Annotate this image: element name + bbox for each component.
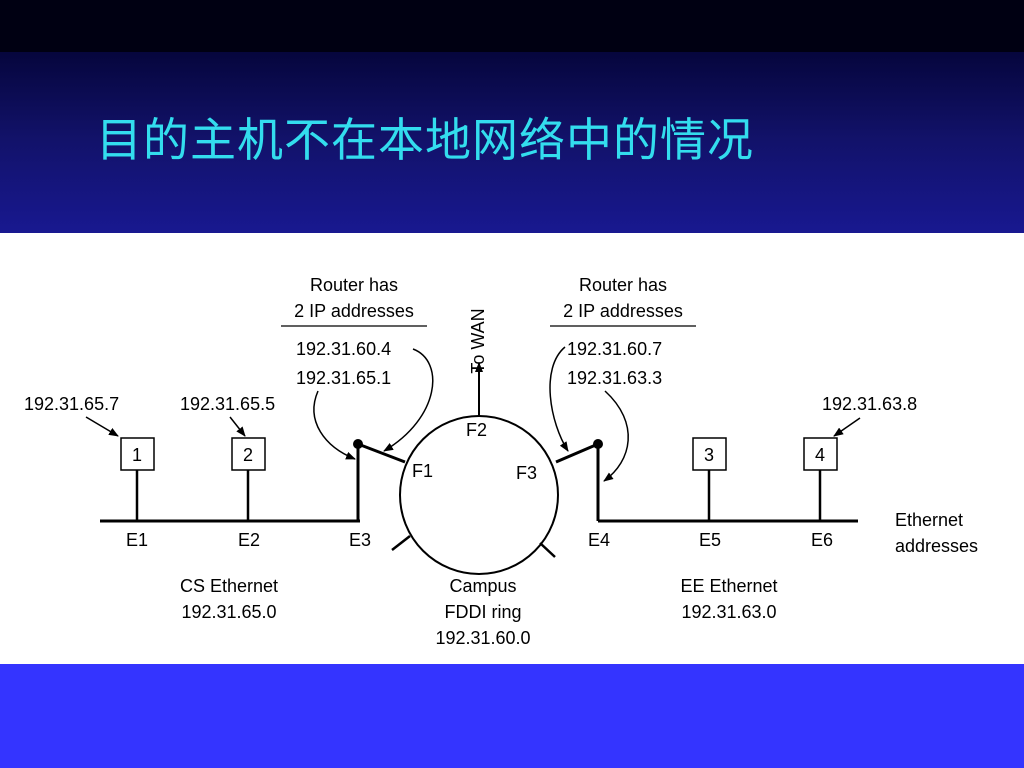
- router-right-node: [593, 439, 603, 449]
- host-4-ip: 192.31.63.8: [822, 394, 917, 414]
- ethernet-legend-line1: Ethernet: [895, 510, 963, 530]
- fddi-ring-stub-left: [391, 535, 411, 551]
- router-right-ip2-arrow: [603, 390, 629, 482]
- port-f2: F2: [466, 420, 487, 440]
- ee-ethernet-addr: 192.31.63.0: [681, 602, 776, 622]
- router-right-ip1: 192.31.60.7: [567, 339, 662, 359]
- router-left-node: [353, 439, 363, 449]
- cs-ethernet-name: CS Ethernet: [180, 576, 278, 596]
- router-left-ip2: 192.31.65.1: [296, 368, 391, 388]
- host-1: 1: [120, 437, 155, 471]
- host-2-ip: 192.31.65.5: [180, 394, 275, 414]
- fddi-name-line2: FDDI ring: [444, 602, 521, 622]
- wan-label: To WAN: [468, 308, 488, 373]
- router-right-ip2: 192.31.63.3: [567, 368, 662, 388]
- port-e6: E6: [811, 530, 833, 550]
- host-4-label: 4: [815, 445, 825, 465]
- port-f3: F3: [516, 463, 537, 483]
- router-right-caption-line1: Router has: [579, 275, 667, 295]
- port-f1: F1: [412, 461, 433, 481]
- port-e2: E2: [238, 530, 260, 550]
- slide-title: 目的主机不在本地网络中的情况: [96, 113, 754, 167]
- title-top-strip: [0, 0, 1024, 52]
- router-left-ip1-arrow: [383, 348, 434, 452]
- cs-ethernet-addr: 192.31.65.0: [181, 602, 276, 622]
- host-1-label: 1: [132, 445, 142, 465]
- router-left-caption-line2: 2 IP addresses: [294, 301, 414, 321]
- router-right-caption-line2: 2 IP addresses: [563, 301, 683, 321]
- fddi-ring-stub-right: [539, 542, 556, 558]
- fddi-addr: 192.31.60.0: [435, 628, 530, 648]
- network-diagram: To WAN 1 2 3 4 192.31.65.7 192.31.65.5 1…: [0, 233, 1024, 664]
- host-3-label: 3: [704, 445, 714, 465]
- router-left-caption-line1: Router has: [310, 275, 398, 295]
- router-left-ip1: 192.31.60.4: [296, 339, 391, 359]
- host-4-ip-arrow: [833, 417, 861, 437]
- fddi-name-line1: Campus: [449, 576, 516, 596]
- host-2: 2: [231, 437, 266, 471]
- host-1-ip-arrow: [85, 416, 119, 437]
- ee-ethernet-name: EE Ethernet: [680, 576, 777, 596]
- host-3: 3: [692, 437, 727, 471]
- footer-background: [0, 664, 1024, 768]
- port-e3: E3: [349, 530, 371, 550]
- port-e1: E1: [126, 530, 148, 550]
- host-4: 4: [803, 437, 838, 471]
- ethernet-legend-line2: addresses: [895, 536, 978, 556]
- router-right-ip1-arrow: [549, 346, 569, 452]
- port-e5: E5: [699, 530, 721, 550]
- host-2-ip-arrow: [229, 416, 246, 437]
- router-left-link: [357, 442, 406, 464]
- host-2-label: 2: [243, 445, 253, 465]
- host-1-ip: 192.31.65.7: [24, 394, 119, 414]
- port-e4: E4: [588, 530, 610, 550]
- router-right-link: [555, 442, 599, 464]
- router-left-ip2-arrow: [313, 390, 356, 460]
- network-diagram-svg: To WAN 1 2 3 4 192.31.65.7 192.31.65.5 1…: [24, 275, 978, 648]
